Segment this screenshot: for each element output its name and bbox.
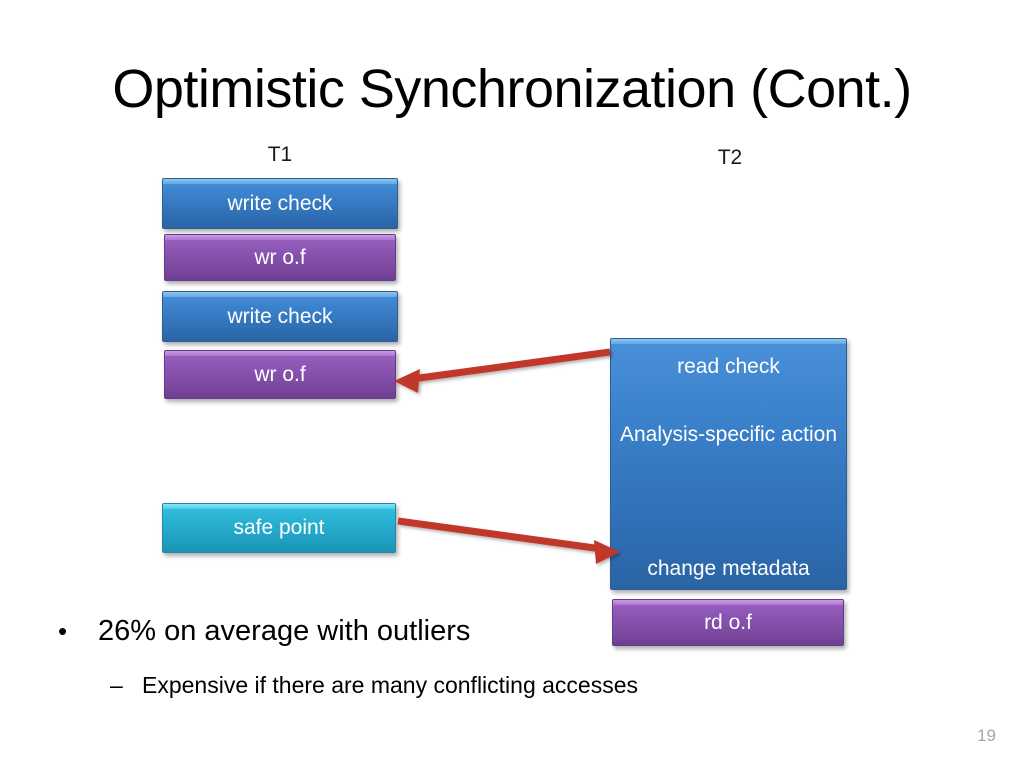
t2-line-change-metadata: change metadata [647,557,810,580]
t1-block-label: wr o.f [254,245,306,269]
bullet-level1-text: 26% on average with outliers [98,615,471,647]
t1-block-wr-of-1[interactable]: wr o.f [164,234,396,281]
page-number: 19 [977,726,996,745]
column-label-t1: T1 [267,143,293,166]
page-title: Optimistic Synchronization (Cont.) [112,59,912,119]
t2-line-read-check: read check [677,355,780,378]
bullet-level2: – Expensive if there are many conflictin… [110,670,638,700]
t2-block-body[interactable]: read check Analysis-specific action chan… [610,338,847,590]
t1-block-label: wr o.f [254,362,306,386]
t1-block-wr-of-2[interactable]: wr o.f [164,350,396,399]
t1-block-write-check-2[interactable]: write check [162,291,398,342]
arrow-safe-point-to-t2 [397,517,620,564]
t2-block-label: rd o.f [704,610,752,634]
t1-block-label: write check [227,191,333,215]
t2-line-analysis-action: Analysis-specific action [619,423,838,446]
t1-block-safe-point[interactable]: safe point [162,503,396,553]
t1-block-label: safe point [233,516,325,539]
bullet-level1: • 26% on average with outliers [58,612,470,650]
arrow-t2-to-wr-of [394,348,611,393]
bullet-level2-text: Expensive if there are many conflicting … [142,672,639,698]
column-label-t2: T2 [717,146,743,169]
t1-block-write-check-1[interactable]: write check [162,178,398,229]
dash-marker-icon: – [110,672,123,698]
t2-block-rd-of[interactable]: rd o.f [612,599,844,646]
t1-block-label: write check [227,304,333,328]
bullet-marker-icon: • [58,616,68,646]
